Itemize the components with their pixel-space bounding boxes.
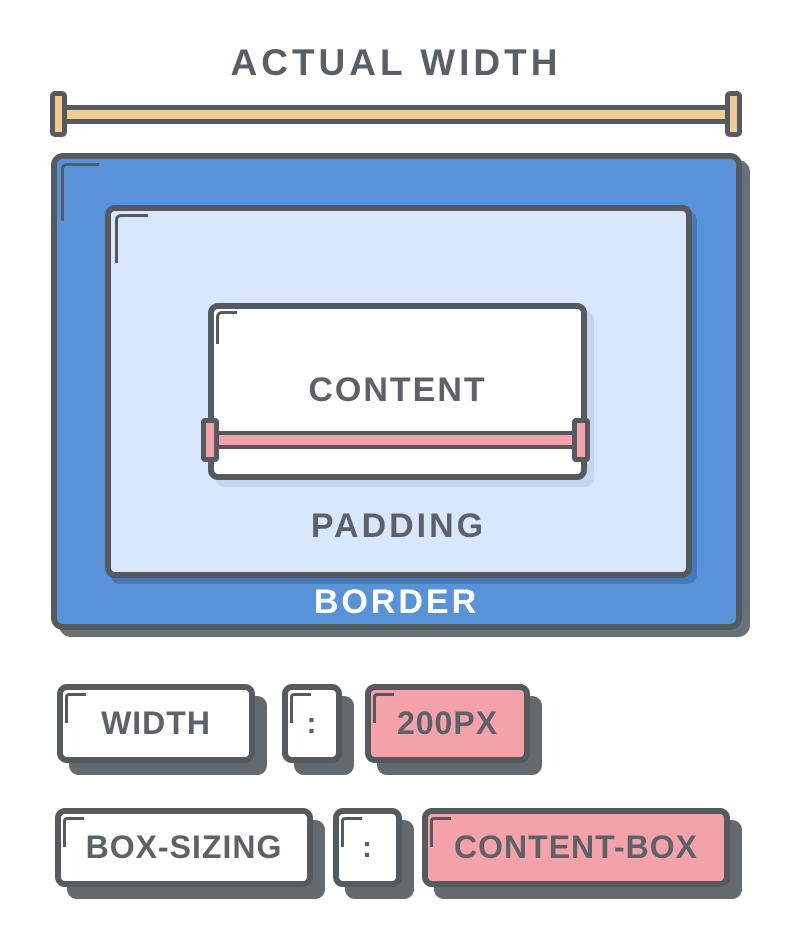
corner-tick-icon [341, 817, 362, 847]
value-label: CONTENT-BOX [454, 829, 698, 865]
box-sizing-value-chip: CONTENT-BOX [422, 808, 730, 887]
box-sizing-property-chip: BOX-SIZING [55, 808, 313, 887]
ruler-left-cap-icon [201, 418, 219, 462]
border-box: BORDER PADDING CONTENT [51, 153, 742, 630]
content-label: CONTENT [308, 371, 487, 409]
corner-tick-icon [65, 693, 86, 723]
corner-tick-icon [430, 817, 451, 847]
corner-tick-icon [373, 693, 394, 723]
corner-tick-icon [61, 163, 99, 221]
content-box: CONTENT [201, 303, 590, 480]
ruler-bar-icon [216, 431, 575, 449]
colon-label: : [306, 706, 318, 740]
actual-width-ruler-icon [50, 91, 742, 137]
property-label: WIDTH [101, 705, 211, 741]
corner-tick-icon [290, 693, 311, 723]
corner-tick-icon [216, 311, 237, 344]
value-label: 200PX [396, 705, 499, 741]
colon-label: : [362, 830, 373, 864]
colon-chip: : [282, 684, 342, 763]
ruler-left-cap-icon [50, 91, 67, 137]
width-value-chip: 200PX [365, 684, 530, 763]
content-width-ruler-icon [201, 418, 590, 462]
width-property-chip: WIDTH [57, 684, 255, 763]
ruler-bar-icon [64, 104, 728, 124]
property-label: BOX-SIZING [85, 829, 283, 865]
border-label: BORDER [313, 583, 480, 621]
colon-chip: : [333, 808, 402, 887]
ruler-right-cap-icon [572, 418, 590, 462]
padding-label: PADDING [310, 507, 487, 545]
corner-tick-icon [115, 214, 148, 263]
corner-tick-icon [63, 817, 84, 847]
ruler-right-cap-icon [725, 91, 742, 137]
padding-box: PADDING CONTENT [105, 205, 692, 578]
actual-width-label: ACTUAL WIDTH [230, 42, 562, 83]
